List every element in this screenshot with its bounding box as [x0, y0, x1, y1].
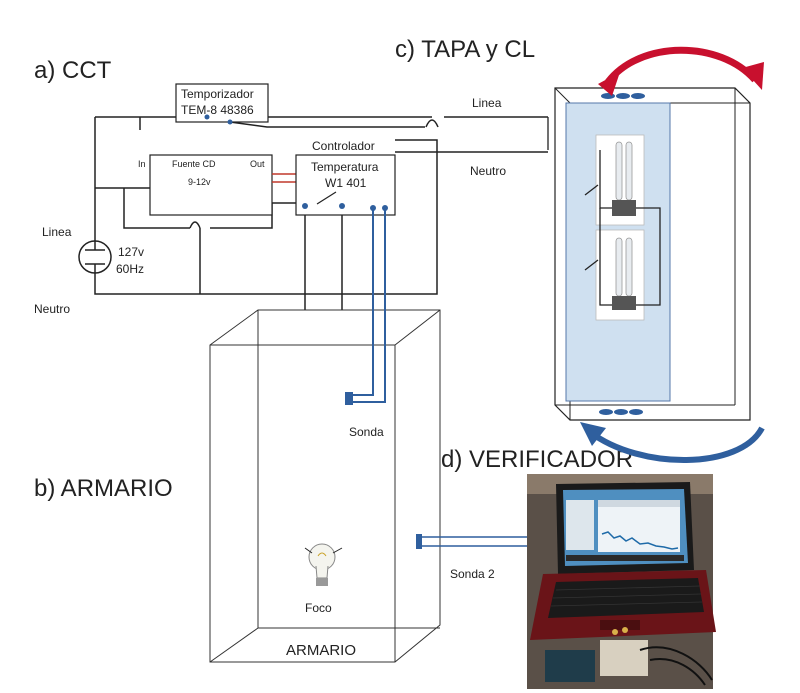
temperature-trace — [601, 531, 679, 550]
controller-label-1: Temperatura — [311, 160, 379, 174]
linea-label-right: Linea — [472, 96, 502, 110]
close-arrow-head-icon — [580, 422, 606, 446]
psu-label-2: 9-12v — [188, 177, 211, 187]
title-cct: a) CCT — [34, 57, 112, 84]
cabinet-box — [209, 309, 441, 663]
linea-label-left: Linea — [42, 225, 72, 239]
neutro-label-left: Neutro — [34, 302, 70, 316]
source-frequency: 60Hz — [116, 262, 144, 276]
source-voltage: 127v — [118, 245, 144, 259]
cabinet-base-label: ARMARIO — [286, 642, 356, 659]
psu-label-1: Fuente CD — [172, 159, 216, 169]
laptop-photo — [527, 474, 716, 689]
probe-2 — [416, 534, 530, 549]
timer-box: Temporizador TEM-8 48386 — [175, 83, 269, 125]
wire-crossover — [425, 119, 439, 128]
neutro-label-right: Neutro — [470, 164, 506, 178]
psu-out-label: Out — [250, 159, 265, 169]
title-verificador: d) VERIFICADOR — [441, 446, 633, 473]
open-arrow-head-icon — [742, 62, 764, 90]
uv-lamp-1 — [595, 134, 645, 226]
close-arrow-icon — [588, 426, 765, 463]
timer-label-2: TEM-8 48386 — [181, 103, 254, 117]
controller-title: Controlador — [312, 139, 375, 153]
controller-box: Controlador Temperatura W1 401 — [295, 139, 396, 216]
psu-in-label: In — [138, 159, 146, 169]
main-loop-wire — [94, 117, 438, 295]
ac-source: 127v 60Hz — [78, 240, 144, 276]
probe-1 — [345, 210, 386, 405]
lid-panel — [554, 87, 751, 421]
bulb-icon — [304, 543, 343, 586]
power-supply-box: Fuente CD 9-12v In Out — [138, 154, 296, 216]
probe-2-label: Sonda 2 — [450, 567, 495, 581]
timer-label-1: Temporizador — [181, 87, 254, 101]
wire-crossover-lower — [189, 221, 201, 229]
title-armario: b) ARMARIO — [34, 475, 173, 502]
probe-1-label: Sonda — [349, 425, 384, 439]
bulb-label: Foco — [305, 601, 332, 615]
lamp-wiring — [547, 117, 661, 306]
controller-label-2: W1 401 — [325, 176, 367, 190]
title-tapa: c) TAPA y CL — [395, 36, 535, 63]
open-arrow-icon — [605, 46, 758, 85]
uv-lamp-2 — [595, 229, 645, 321]
